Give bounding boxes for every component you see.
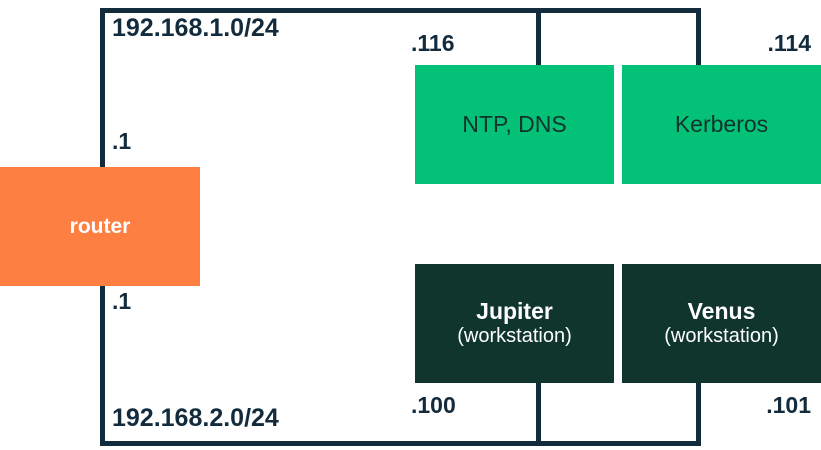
node-kerberos[interactable]: Kerberos <box>622 65 821 184</box>
kerberos-label: Kerberos <box>674 110 769 137</box>
drop-line-ntp-dns <box>536 8 541 66</box>
router-ip-top: .1 <box>112 128 132 154</box>
riser-line-venus <box>696 383 701 443</box>
node-ntp-dns[interactable]: NTP, DNS <box>415 65 614 184</box>
kerberos-ip: .114 <box>767 30 812 56</box>
router-ip-bottom: .1 <box>112 288 132 314</box>
ntp-dns-ip: .116 <box>411 30 455 56</box>
jupiter-ip: .100 <box>411 392 456 418</box>
node-venus[interactable]: Venus (workstation) <box>622 264 821 383</box>
jupiter-label: Jupiter <box>476 298 553 325</box>
subnet-label-bottom: 192.168.2.0/24 <box>112 404 279 432</box>
router-label: router <box>69 214 131 238</box>
drop-line-kerberos <box>696 8 701 66</box>
venus-role: (workstation) <box>664 325 779 348</box>
node-jupiter[interactable]: Jupiter (workstation) <box>415 264 614 383</box>
venus-label: Venus <box>687 298 756 325</box>
ntp-dns-label: NTP, DNS <box>462 110 567 137</box>
subnet-label-top: 192.168.1.0/24 <box>112 14 279 42</box>
bottom-bus-horizontal <box>100 441 701 446</box>
riser-line-jupiter <box>536 383 541 443</box>
top-bus-horizontal <box>100 8 701 13</box>
node-router[interactable]: router <box>0 167 200 286</box>
venus-ip: .101 <box>766 392 811 418</box>
jupiter-role: (workstation) <box>457 325 572 348</box>
